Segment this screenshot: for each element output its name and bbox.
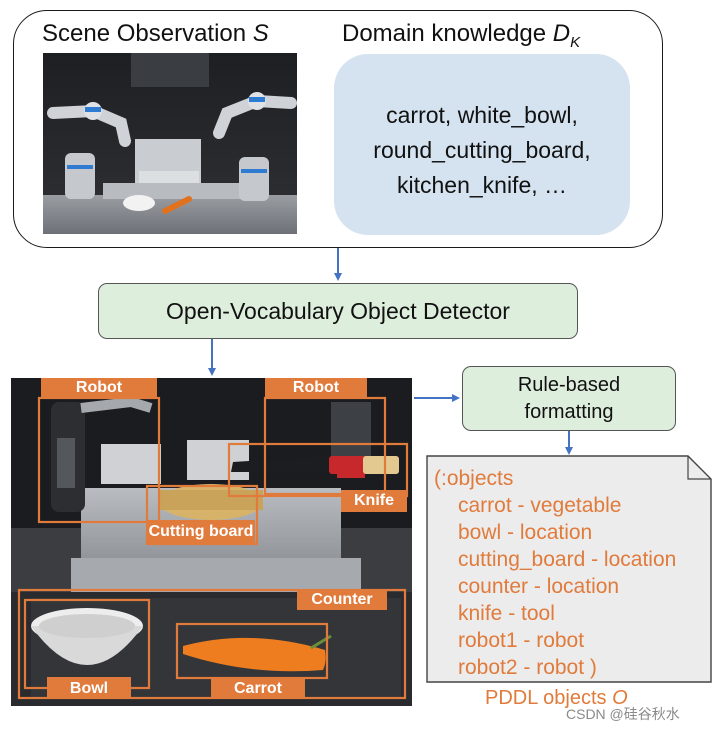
label-cutting-board: Cutting board [148,523,254,540]
label-robot-left: Robot [75,379,123,396]
label-knife: Knife [354,492,394,509]
label-counter: Counter [311,591,373,608]
bbox-knife [227,442,409,498]
pddl-line: robot1 - robot [458,629,585,652]
scene-photo [43,53,297,234]
domain-subscript: K [570,33,581,51]
scene-symbol: S [252,20,269,47]
rule-label-line2: formatting [524,400,614,423]
domain-object-line: carrot, white_bowl, [386,102,578,128]
domain-objects-list: carrot, white_bowl, round_cutting_board,… [334,98,630,203]
object-detector-box: Open-Vocabulary Object Detector [98,283,578,339]
rule-label-line1: Rule-based [517,373,621,396]
domain-object-line: kitchen_knife, … [396,172,568,198]
label-bowl: Bowl [69,680,109,697]
rule-based-formatting-box: Rule-based formatting [462,366,676,431]
pddl-line: counter - location [458,575,620,598]
pddl-line: bowl - location [458,521,593,544]
domain-knowledge-box [334,54,630,235]
scene-title-text: Scene Observation [42,20,247,47]
label-carrot: Carrot [233,680,282,697]
domain-knowledge-title: Domain knowledge DK [342,20,580,51]
detection-photo [11,378,412,706]
domain-object-line: round_cutting_board, [373,137,591,163]
watermark: CSDN @硅谷秋水 [566,706,680,722]
pddl-caption-text: PDDL objects [485,687,607,709]
scene-observation-title: Scene Observation S [42,20,269,48]
pddl-caption: PDDL objects O [485,687,628,710]
domain-title-text: Domain knowledge [342,20,547,47]
domain-symbol: D [552,20,571,47]
pddl-objects-block: (:objects carrot - vegetable bowl - loca… [434,465,676,681]
pddl-line: robot2 - robot ) [458,656,597,679]
detector-label: Open-Vocabulary Object Detector [166,297,510,324]
pddl-line: knife - tool [458,602,555,625]
label-robot-right: Robot [292,379,340,396]
pddl-line: cutting_board - location [458,548,677,571]
pddl-note-shape [426,455,712,683]
pddl-line: (:objects [434,467,514,490]
pddl-symbol: O [612,687,628,709]
pddl-line: carrot - vegetable [458,494,622,517]
